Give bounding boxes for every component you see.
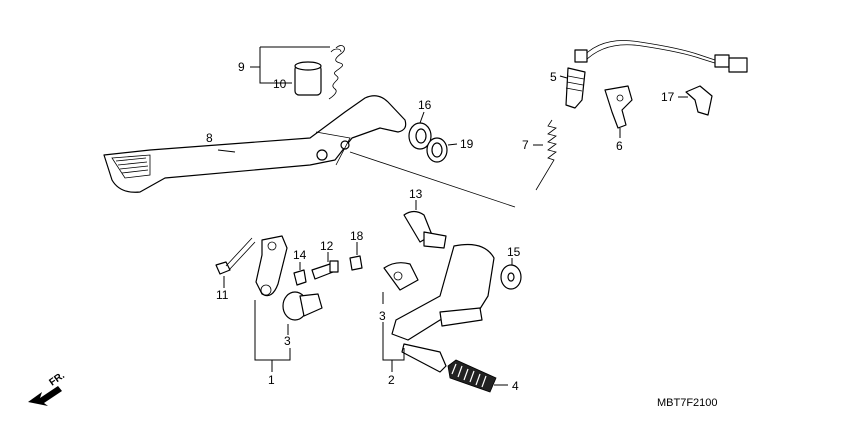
clip-17-part [685, 85, 713, 116]
callout-6: 6 [616, 139, 623, 153]
callout-5: 5 [550, 70, 557, 84]
callout-14: 14 [293, 248, 307, 262]
spring-7-part [535, 119, 557, 191]
callout-1: 1 [268, 373, 275, 387]
callout-19: 19 [460, 137, 474, 151]
callout-4: 4 [512, 379, 519, 393]
front-label: FR. [47, 370, 67, 388]
pedal-rubber-4-part [447, 359, 497, 393]
callout-15: 15 [507, 245, 521, 259]
bolt-12-part [311, 260, 339, 280]
gearshift-pedal-2-part [391, 243, 495, 373]
pivot-bolt-13-part [403, 210, 447, 249]
switch-bracket-6-part [604, 85, 633, 129]
front-arrow-icon [28, 386, 62, 406]
bracket-9-10 [259, 46, 330, 84]
pedal-rubber-part [294, 61, 322, 96]
brake-switch-5-part [565, 40, 748, 109]
callout-9: 9 [238, 60, 245, 74]
bracket-1 [254, 300, 291, 372]
callout-18: 18 [350, 229, 364, 243]
bracket-2 [382, 322, 405, 372]
rod-end-3-right-part [383, 262, 419, 291]
shift-arm-1-part [255, 235, 288, 297]
callout-17: 17 [661, 90, 675, 104]
nut-18-part [349, 255, 363, 271]
return-spring-part [328, 45, 345, 100]
washer-15-part [500, 264, 522, 290]
callout-8: 8 [206, 131, 213, 145]
bolt-11-part [215, 237, 256, 275]
callout-2: 2 [388, 373, 395, 387]
callout-13: 13 [409, 187, 423, 201]
callout-3-left: 3 [284, 334, 291, 348]
rod-end-3-left-part [282, 291, 323, 321]
callout-10: 10 [273, 77, 287, 91]
callout-16: 16 [418, 98, 432, 112]
brake-pedal-part [103, 95, 407, 193]
callout-3-right: 3 [379, 309, 386, 323]
clip-19-part [426, 137, 448, 163]
collar-14-part [293, 269, 307, 286]
callout-7: 7 [522, 138, 529, 152]
callout-11: 11 [216, 288, 229, 302]
callout-12: 12 [320, 239, 334, 253]
diagram-code: MBT7F2100 [657, 397, 718, 409]
